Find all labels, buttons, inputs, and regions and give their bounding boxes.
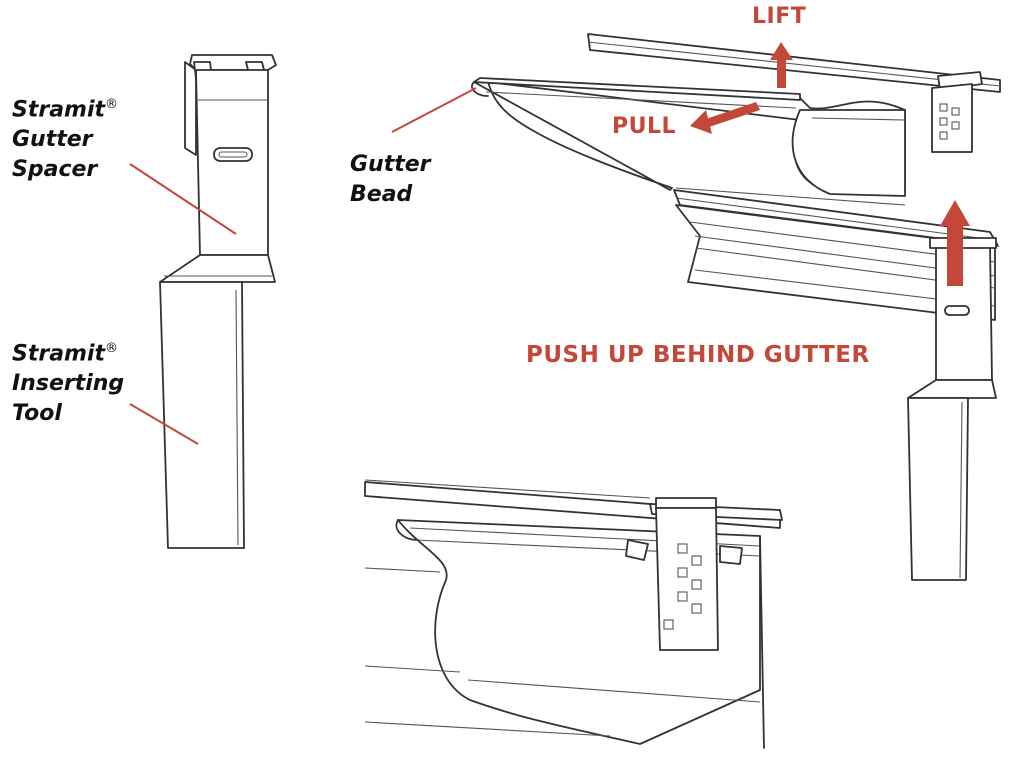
lift-label: LIFT — [752, 4, 807, 29]
tool-line-2: Inserting — [12, 371, 125, 397]
spacer-and-tool-figure — [159, 54, 277, 549]
lift-arrow-icon — [770, 42, 793, 88]
pull-label: PULL — [612, 114, 677, 139]
bead-line-2: Bead — [350, 182, 413, 207]
push-up-label: PUSH UP BEHIND GUTTER — [526, 342, 870, 368]
gutter-spacer-label: Stramit® Gutter Spacer — [12, 90, 118, 185]
tool-registered-mark: ® — [105, 341, 119, 356]
push-arrow-icon — [940, 200, 970, 286]
bead-line-1: Gutter — [350, 152, 431, 177]
gutter-lift-figure — [471, 33, 1001, 581]
tool-leader-line — [129, 403, 199, 445]
gutter-bead-label: Gutter Bead — [350, 150, 431, 210]
spacer-line-2: Gutter — [12, 127, 93, 153]
bead-leader-line — [391, 87, 477, 133]
spacer-leader-line — [129, 163, 237, 235]
spacer-registered-mark: ® — [105, 97, 119, 112]
spacer-brand-text: Stramit — [12, 97, 106, 123]
tool-line-3: Tool — [12, 401, 62, 427]
tool-brand-text: Stramit — [12, 341, 106, 367]
inserting-tool-label: Stramit® Inserting Tool — [12, 334, 124, 429]
pull-arrow-icon — [690, 102, 760, 134]
spacer-line-3: Spacer — [12, 157, 98, 183]
gutter-installed-figure — [364, 479, 783, 749]
